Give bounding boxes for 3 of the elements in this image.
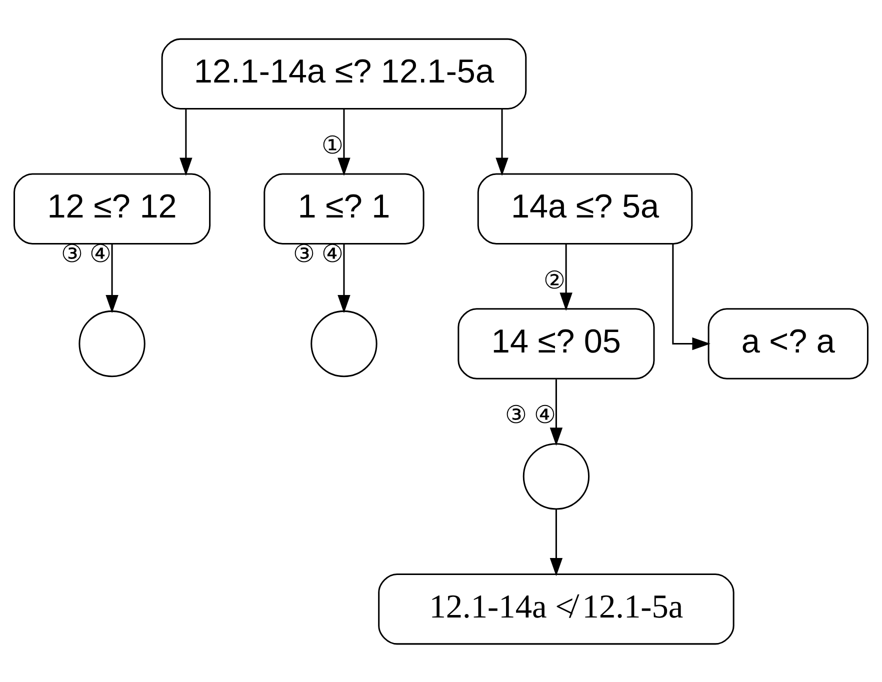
edge-label: ② — [544, 266, 566, 294]
edge-label: ③ ④ — [505, 402, 556, 429]
edge-label: ① — [322, 132, 344, 159]
